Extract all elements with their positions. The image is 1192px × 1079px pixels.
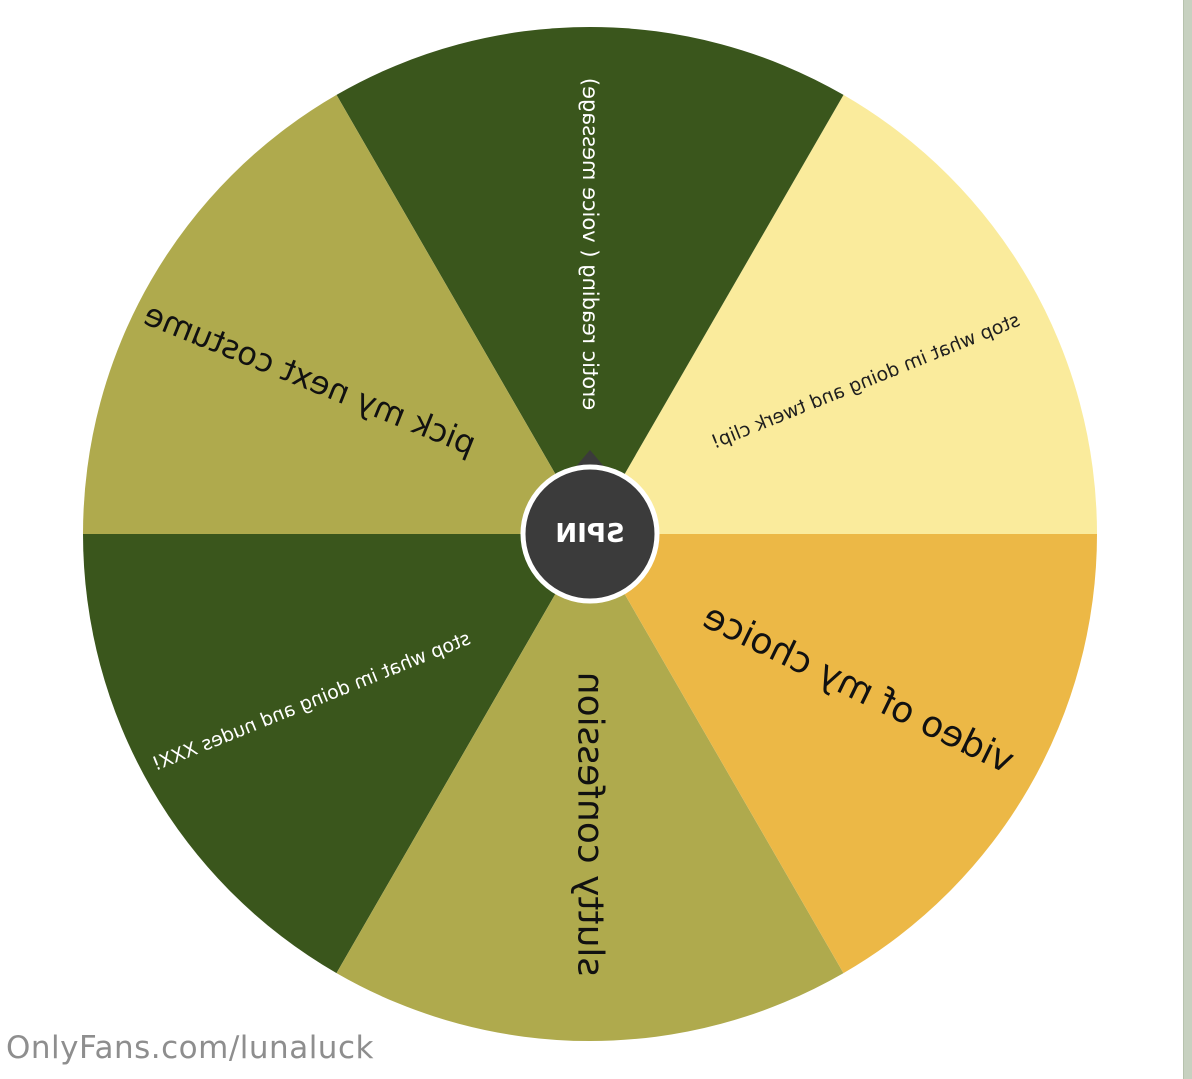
wheel-slice-label: erotic reading ( voice message) xyxy=(578,78,602,410)
wheel-slice xyxy=(83,94,590,535)
wheel-slice xyxy=(336,534,844,1042)
wheel-slice-label: slutty confession xyxy=(570,672,611,976)
spin-button[interactable]: SPIN xyxy=(520,450,660,604)
right-edge-border xyxy=(1183,0,1192,1079)
spin-hub[interactable] xyxy=(520,464,660,604)
watermark-text: OnlyFans.com/lunaluck xyxy=(6,1030,374,1066)
spin-label[interactable]: SPIN xyxy=(555,519,624,549)
wheel-slice xyxy=(590,94,1097,535)
wheel-slice xyxy=(83,534,590,974)
wheel-slice xyxy=(590,534,1097,974)
pointer-icon xyxy=(573,450,607,470)
wheel-slice xyxy=(336,26,844,534)
wheel-slices xyxy=(83,26,1097,1042)
